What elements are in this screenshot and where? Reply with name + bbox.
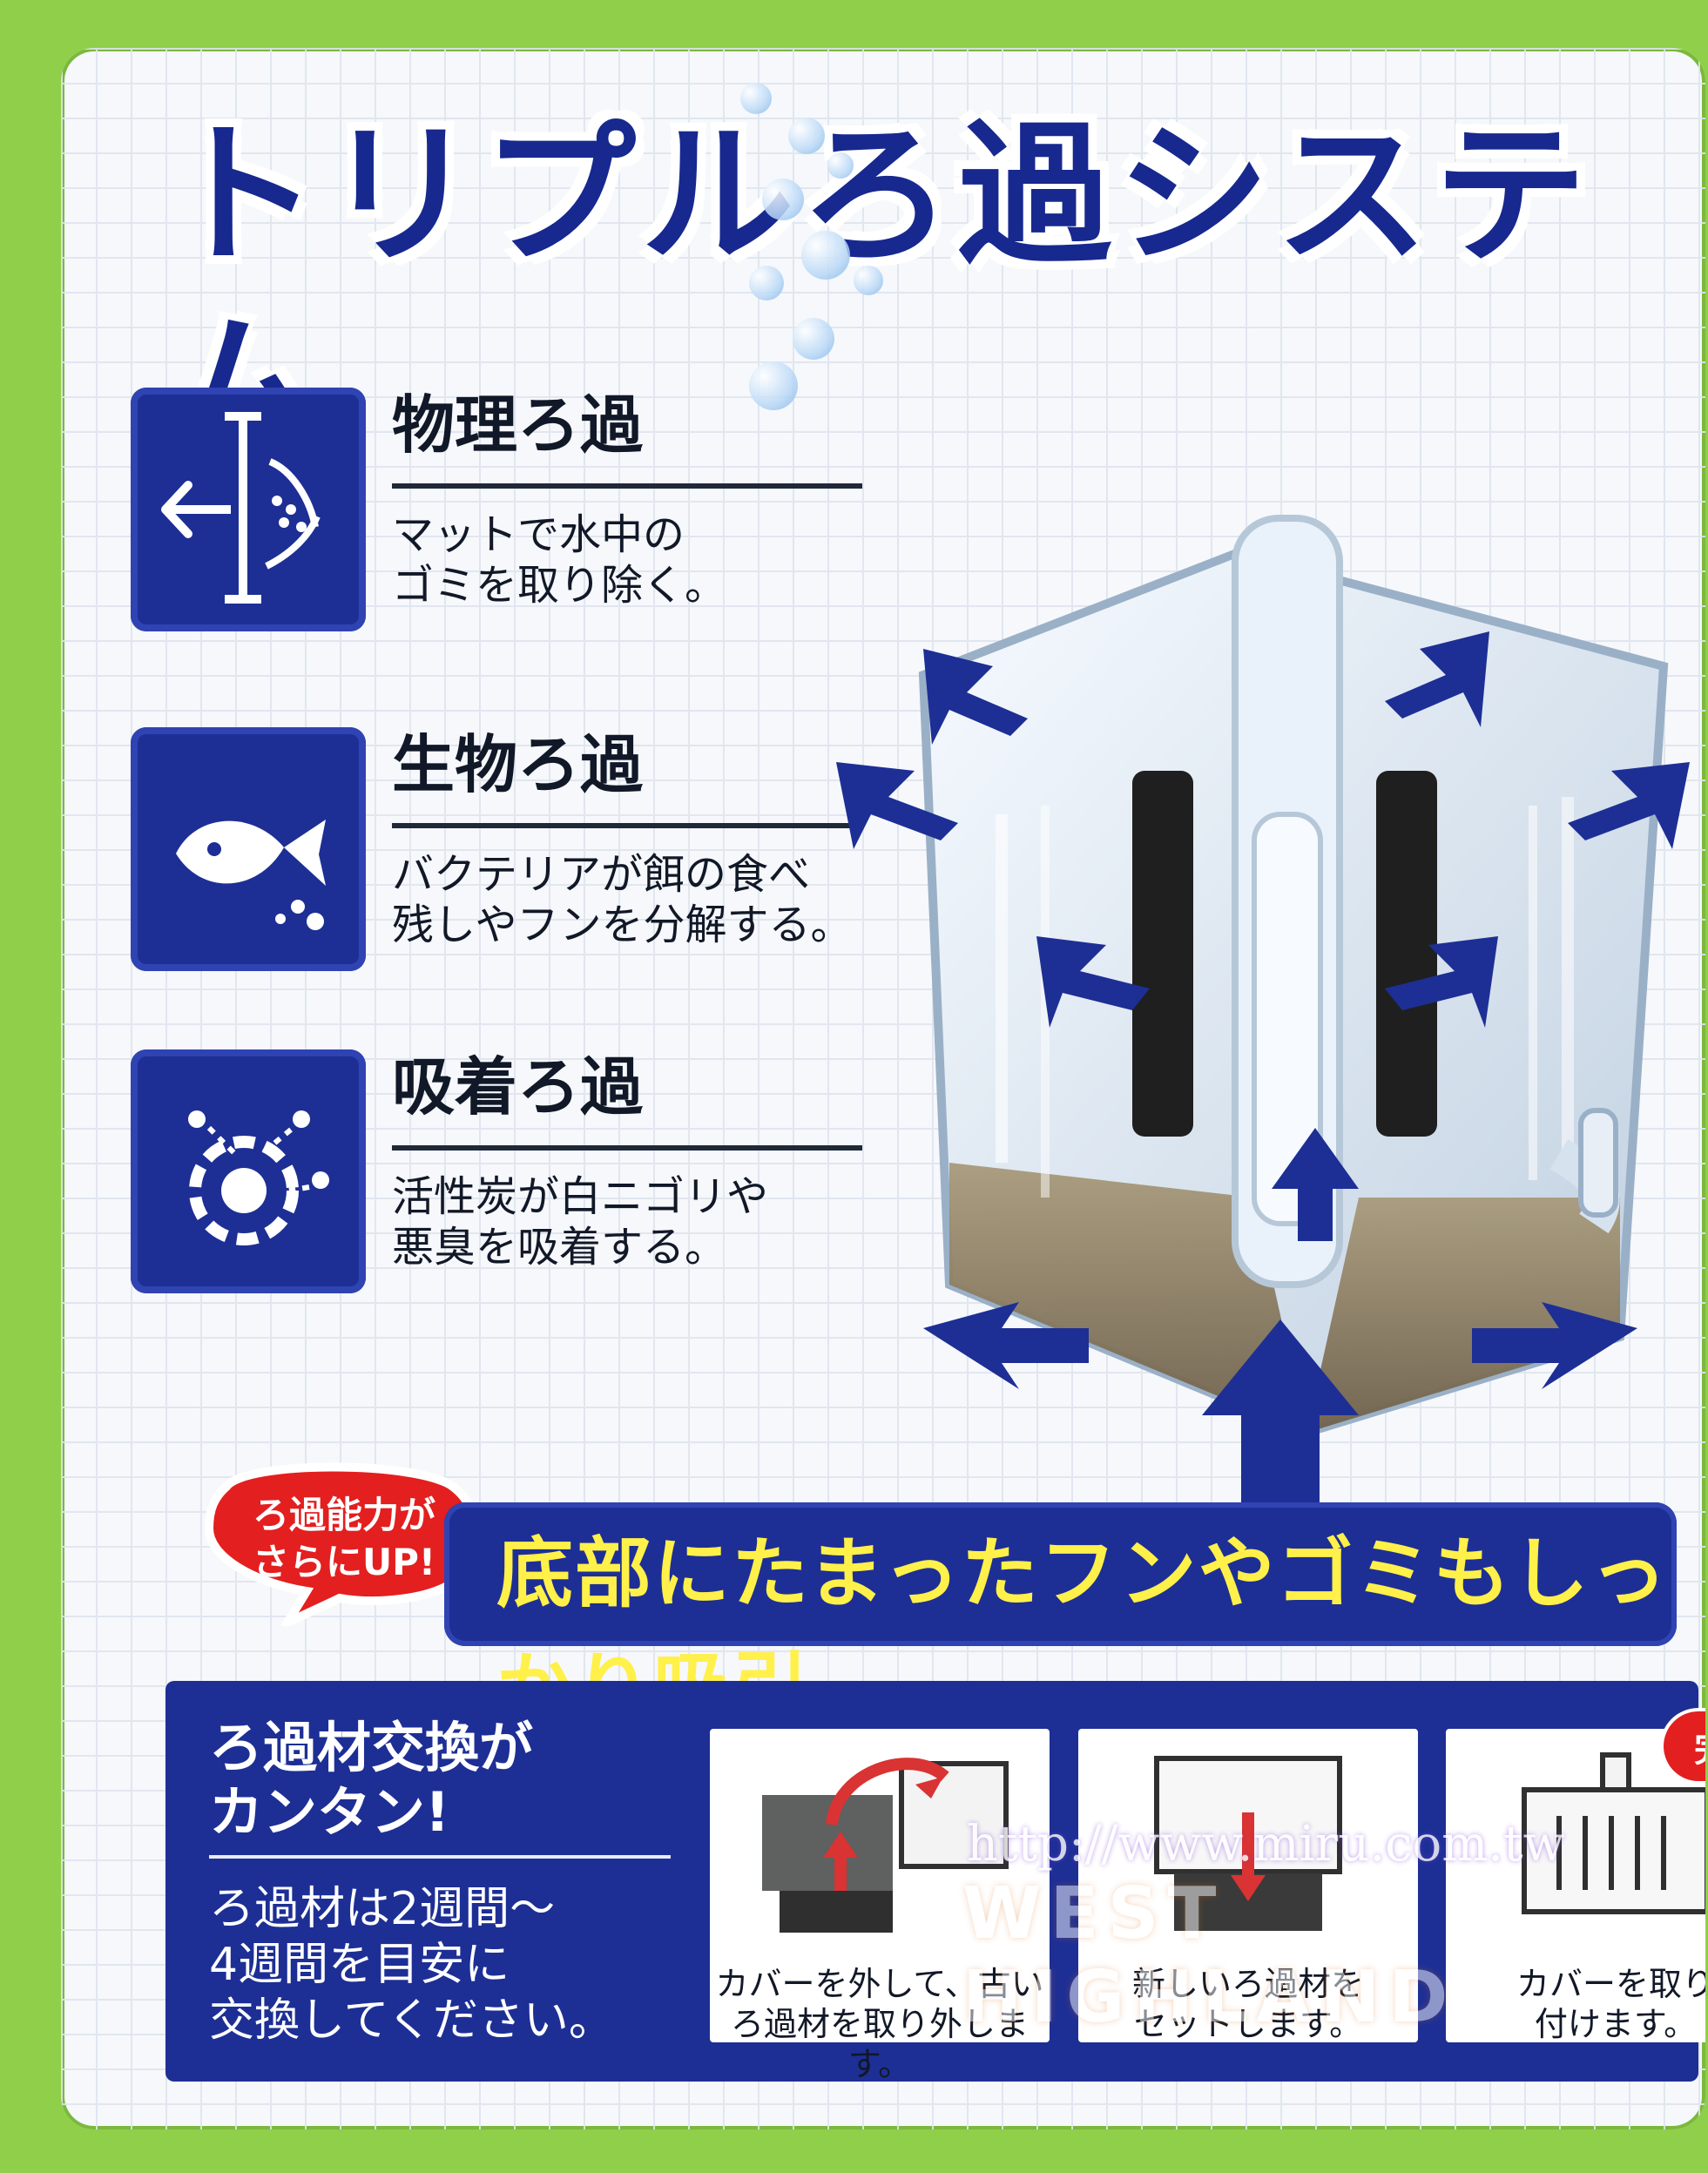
replacement-divider	[209, 1855, 671, 1859]
bubble-shape	[788, 118, 825, 154]
bubble-shape	[749, 266, 784, 300]
section-heading: 吸着ろ過	[392, 1050, 644, 1124]
step-caption: カバーを外して、古い ろ過材を取り外します。	[715, 1965, 1044, 2083]
section-divider	[392, 1145, 862, 1151]
bubble-shape	[793, 318, 834, 360]
section-description: マットで水中の ゴミを取り除く。	[392, 510, 727, 610]
replacement-step-1: カバーを外して、古い ろ過材を取り外します。	[710, 1729, 1050, 2083]
bubble-shape	[854, 266, 883, 295]
replacement-title: ろ過材交換が カンタン!	[209, 1716, 534, 1844]
step-caption: カバーを取り 付けます。	[1516, 1965, 1705, 2043]
feature-banner-text: 底部にたまったフンやゴミもしっかり吸引	[496, 1529, 1669, 1733]
section-divider	[392, 483, 862, 489]
watermark-url: http://www.miru.com.tw	[967, 1816, 1565, 1873]
bubble-shape	[801, 231, 850, 280]
watermark-brand: WEST HIGHLAND	[962, 1873, 1457, 2039]
replacement-step-2: 新しいろ過材を セットします。	[1078, 1729, 1418, 2043]
filter-diagram	[819, 449, 1705, 1598]
replacement-step-3: 完成 カバーを取り 付けます。	[1446, 1711, 1705, 2043]
bubble-shape	[740, 83, 772, 114]
package-panel: トリプルろ過システム 物理ろ過 マットで水中の ゴミを取り除く。	[61, 48, 1705, 2129]
capability-badge: ろ過能力が さらにUP!	[192, 1452, 496, 1633]
main-title: トリプルろ過システム	[165, 106, 1593, 476]
section-heading: 生物ろ過	[392, 728, 644, 801]
section-description: バクテリアが餌の食べ 残しやフンを分解する。	[392, 850, 853, 949]
replacement-panel: ろ過材交換が カンタン! ろ過材は2週間～ 4週間を目安に 交換してください。 …	[165, 1681, 1705, 2083]
adsorption-icon	[131, 1049, 366, 1293]
step-caption: 新しいろ過材を セットします。	[1131, 1965, 1364, 2043]
bubble-shape	[827, 152, 854, 179]
section-heading: 物理ろ過	[392, 388, 644, 462]
fish-icon	[131, 727, 366, 971]
section-description: 活性炭が白ニゴリや 悪臭を吸着する。	[392, 1172, 769, 1272]
feature-banner: 底部にたまったフンやゴミもしっかり吸引	[444, 1502, 1677, 1733]
replacement-description: ろ過材は2週間～ 4週間を目安に 交換してください。	[209, 1883, 614, 2047]
section-divider	[392, 823, 862, 828]
filter-mat-icon	[131, 388, 366, 631]
badge-text: ろ過能力が さらにUP!	[252, 1494, 436, 1583]
bubble-shape	[762, 179, 804, 220]
bubble-shape	[749, 361, 798, 410]
